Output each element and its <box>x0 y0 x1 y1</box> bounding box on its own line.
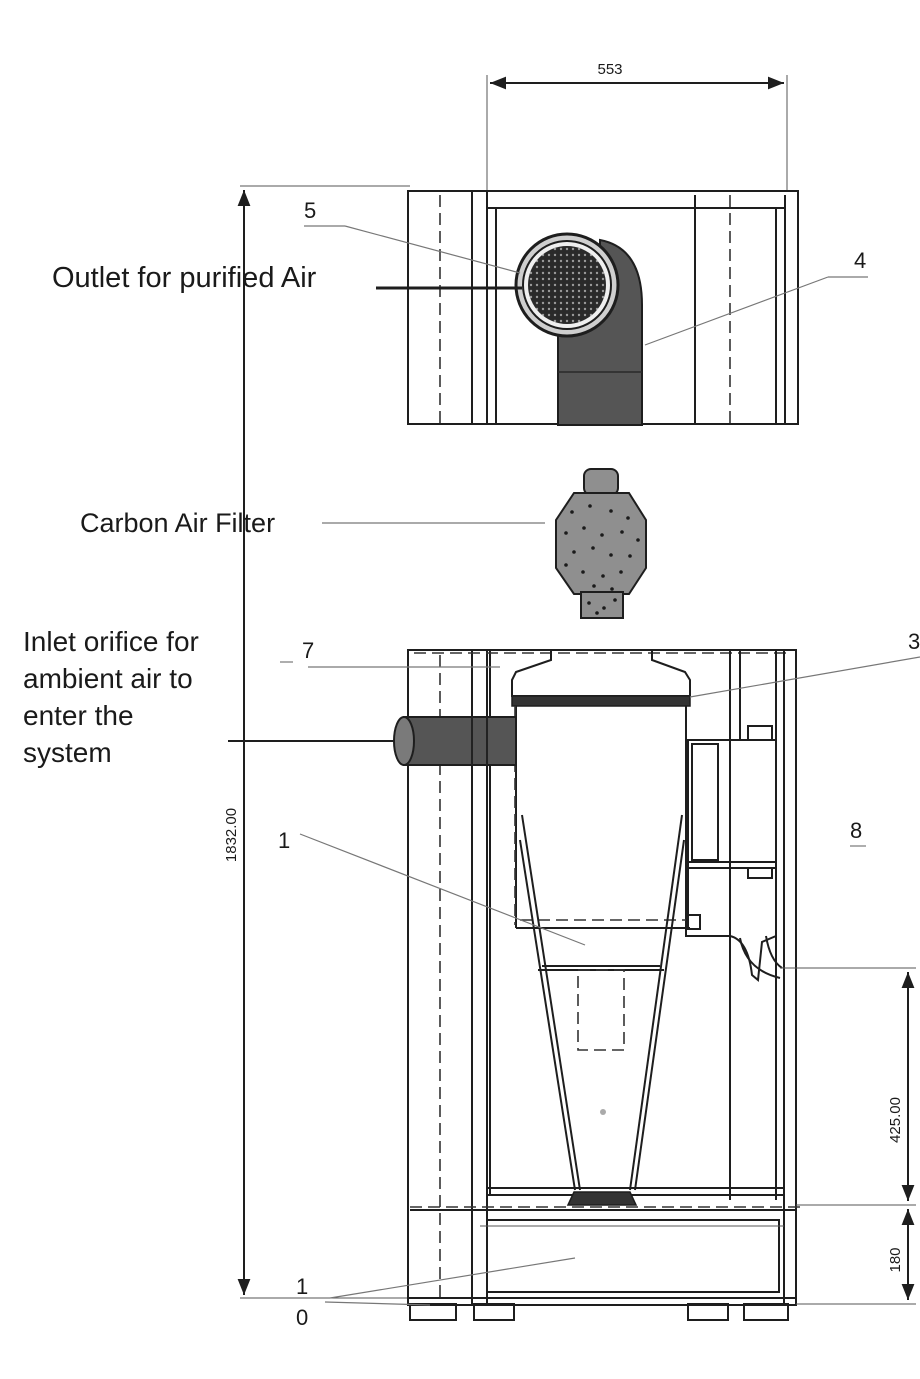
top-housing <box>407 190 799 425</box>
control-box <box>685 725 783 982</box>
callout-1-upper-text: 1 <box>278 828 290 853</box>
base-dimension: 180 <box>887 1247 904 1272</box>
callout-3: 3 <box>689 629 920 698</box>
lower-section-dimension: 425.00 <box>887 1097 904 1143</box>
callout-0: 0 <box>296 1301 431 1330</box>
outlet-label-text: Outlet for purified Air <box>52 262 317 294</box>
carbon-filter-label-text: Carbon Air Filter <box>80 508 275 538</box>
inlet-label-line-1: Inlet orifice for <box>23 626 199 657</box>
callout-0-text: 0 <box>296 1305 308 1330</box>
carbon-granules-icon <box>564 504 640 615</box>
outlet-duct <box>514 232 643 426</box>
inlet-label-line-2: ambient air to <box>23 663 193 694</box>
height-dimension: 1832.00 <box>223 185 410 1299</box>
inlet-pipe <box>393 716 517 766</box>
width-dimension: 553 <box>486 61 788 192</box>
right-dimensions: 425.00 180 <box>780 967 916 1305</box>
callout-7-text: 7 <box>302 638 314 663</box>
callout-8: 8 <box>850 818 866 847</box>
carbon-filter-label: Carbon Air Filter <box>80 508 545 538</box>
outlet-grille-icon <box>528 246 606 324</box>
callout-4-text: 4 <box>854 248 866 273</box>
width-dimension-value: 553 <box>597 61 622 78</box>
cyclone-separator <box>511 650 691 1206</box>
cabinet-feet <box>409 1303 789 1321</box>
carbon-filter <box>555 468 647 619</box>
inlet-label-line-4: system <box>23 737 112 768</box>
callout-1-lower-text: 1 <box>296 1274 308 1299</box>
callout-4: 4 <box>644 248 868 346</box>
outlet-label: Outlet for purified Air <box>52 262 522 294</box>
inlet-label: Inlet orifice for ambient air to enter t… <box>23 626 394 768</box>
callout-1-lower: 1 <box>296 1257 576 1299</box>
inlet-label-line-3: enter the <box>23 700 134 731</box>
callout-5-text: 5 <box>304 198 316 223</box>
callout-7: 7 <box>280 638 500 668</box>
height-dimension-value: 1832.00 <box>223 808 240 862</box>
callout-5: 5 <box>304 198 521 274</box>
callout-3-text: 3 <box>908 629 920 654</box>
callout-1-upper: 1 <box>278 828 586 946</box>
callout-8-text: 8 <box>850 818 862 843</box>
